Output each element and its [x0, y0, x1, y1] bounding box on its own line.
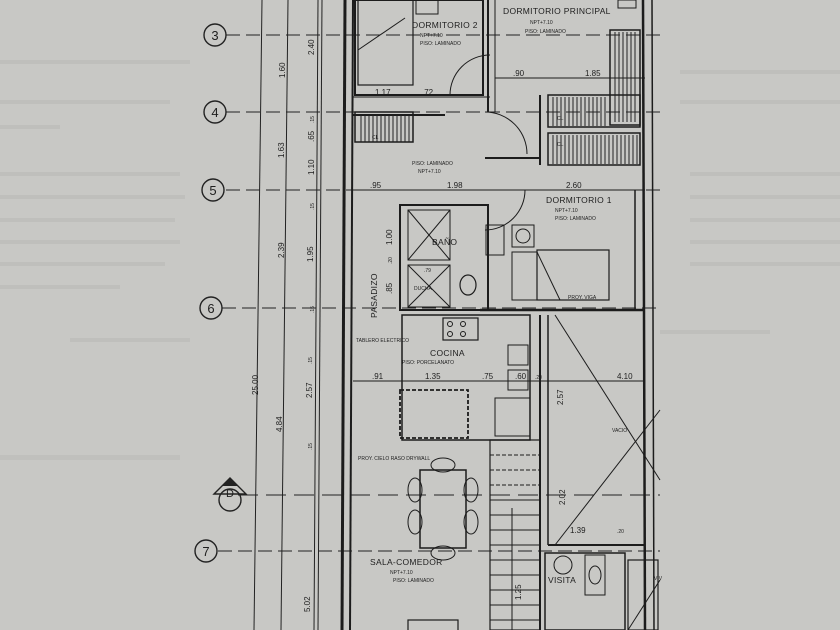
cielo-note: PROY. CIELO RASO DRYWALL: [358, 456, 430, 462]
dim-small: .15: [308, 357, 314, 364]
vertical-dimension-text: 25.00 1.60 1.63 2.39 4.84 2.40 .65 1.10 …: [251, 39, 316, 612]
dim-small: .15: [308, 443, 314, 450]
axis-6-label: 6: [207, 301, 214, 316]
bleed-through-text: [0, 60, 840, 460]
axis-7-label: 7: [202, 544, 209, 559]
dim-small: .15: [310, 116, 316, 123]
level-note: NPT+7.10: [530, 20, 553, 26]
level-note: NPT+7.10: [418, 169, 441, 175]
level-note: NPT+7.10: [420, 33, 443, 39]
dim-h: .91: [372, 372, 384, 381]
dim-inner: 5.02: [303, 596, 312, 612]
dim-small: .15: [310, 306, 316, 313]
dim-small: .15: [310, 203, 316, 210]
room-visita: VISITA: [548, 575, 576, 585]
dim-inner: 2.40: [307, 39, 316, 55]
grid-bubbles: 3 4 5 6 D 7: [194, 23, 248, 563]
dim-inner: 1.10: [307, 159, 316, 175]
axis-D-label: D: [226, 488, 234, 500]
room-dormitorio-2: DORMITORIO 2: [412, 20, 478, 30]
dim-h: .60: [515, 372, 527, 381]
dim-h: .20: [388, 257, 394, 264]
dim-h: 2.57: [556, 389, 565, 405]
axis-3-label: 3: [211, 28, 218, 43]
dim-h: 1.85: [585, 69, 601, 78]
room-dormitorio-1: DORMITORIO 1: [546, 195, 612, 205]
closet-hatch: [360, 32, 638, 164]
tablero-note: TABLERO ELECTRICO: [356, 338, 409, 344]
dim-h: 1.00: [385, 229, 394, 245]
room-pasadizo: PASADIZO: [369, 273, 379, 318]
closet-label: CL: [557, 142, 564, 148]
dim-h: .20: [535, 375, 542, 381]
dim-total: 25.00: [251, 374, 260, 395]
dim-h: 2.02: [558, 489, 567, 505]
dim-h: 1.25: [514, 584, 523, 600]
dim-h: 2.60: [566, 181, 582, 190]
dim-h: 1.35: [425, 372, 441, 381]
viv-label: VIV: [654, 576, 663, 582]
room-sala-comedor: SALA-COMEDOR: [370, 557, 443, 567]
room-vacio: VACIO: [612, 428, 627, 434]
dim-mid: 1.63: [277, 142, 286, 158]
dim-inner: 2.57: [305, 382, 314, 398]
vertical-dimension-lines: [253, 0, 323, 630]
closet-label: CL: [557, 116, 564, 122]
room-cocina: COCINA: [430, 348, 465, 358]
dim-h: 1.17: [375, 88, 391, 97]
dim-inner: .65: [307, 130, 316, 142]
floor-note: PISO: LAMINADO: [525, 29, 566, 35]
room-labels: DORMITORIO 2 NPT+7.10 PISO: LAMINADO DOR…: [356, 6, 663, 585]
dim-h: .20: [617, 529, 624, 535]
grid-axes: [218, 34, 660, 552]
dim-mid: 4.84: [275, 416, 284, 432]
dim-h: 4.10: [617, 372, 633, 381]
dim-mid: 2.39: [277, 242, 286, 258]
floor-note: PISO: PORCELANATO: [402, 360, 454, 366]
floor-note: PISO: LAMINADO: [555, 216, 596, 222]
viga-note: PROY. VIGA: [568, 295, 597, 301]
dim-h: .85: [385, 282, 394, 294]
ducha-label: DUCHA: [414, 286, 432, 292]
axis-5-label: 5: [209, 183, 216, 198]
floor-note: PISO: LAMINADO: [420, 41, 461, 47]
dim-h: 1.39: [570, 526, 586, 535]
dim-h: 1.98: [447, 181, 463, 190]
room-bano: BAÑO: [432, 237, 457, 247]
dim-h: .79: [424, 268, 431, 274]
dim-h: .90: [513, 69, 525, 78]
dim-h: .95: [370, 181, 382, 190]
level-note: NPT+7.10: [555, 208, 578, 214]
axis-4-label: 4: [211, 105, 218, 120]
room-dormitorio-principal: DORMITORIO PRINCIPAL: [503, 6, 611, 16]
horizontal-dimension-text: 1.17 .72 .90 1.85 .95 1.98 2.60 .91 1.35…: [370, 69, 633, 600]
dim-inner: 1.95: [306, 246, 315, 262]
closet-label: CL: [372, 135, 379, 141]
dim-h: .75: [482, 372, 494, 381]
walls: [340, 0, 661, 630]
level-note: NPT+7.10: [390, 570, 413, 576]
floor-note: PISO: LAMINADO: [412, 161, 453, 167]
floor-note: PISO: LAMINADO: [393, 578, 434, 584]
dim-h: .72: [422, 88, 434, 97]
dim-mid: 1.60: [278, 62, 287, 78]
